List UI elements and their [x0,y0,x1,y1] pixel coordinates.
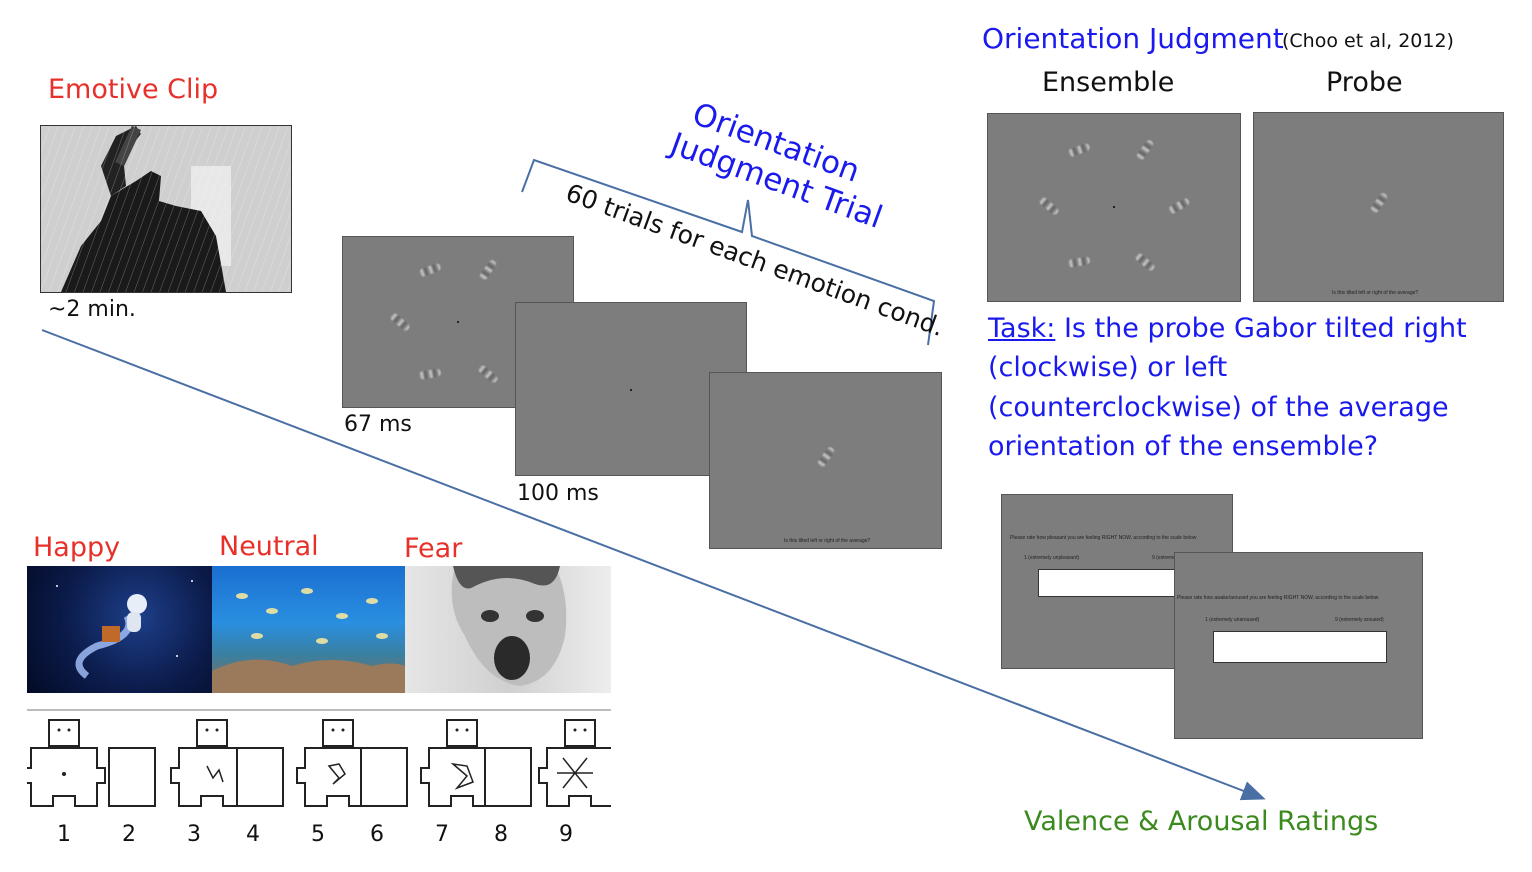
task-line-4: orientation of the ensemble? [988,431,1379,462]
probe-label: Probe [1326,67,1403,98]
psycho-shower-clip-image [40,125,292,293]
arousal-rating-screen: Please rate how awake/aroused you are fe… [1174,552,1423,739]
ensemble-label: Ensemble [1042,67,1175,98]
arousal-prompt: Please rate how awake/aroused you are fe… [1177,595,1379,601]
task-label: Task: [988,313,1056,344]
probe-screen-prompt: Is this tilted left or right of the aver… [784,538,871,544]
probe-example-prompt: Is this tilted left or right of the aver… [1332,290,1419,296]
ensemble-example-screen [987,113,1241,302]
judgment-title: Orientation Judgment [982,22,1284,55]
happy-clip-image [27,566,212,693]
sam-number-1: 1 [57,822,71,847]
sam-scale-numbers: 1 2 3 4 5 6 7 8 9 [27,820,611,850]
sam-number-3: 3 [187,822,201,847]
task-line-2: (clockwise) or left [988,352,1228,383]
sam-number-6: 6 [370,822,384,847]
valence-prompt: Please rate how pleasant you are feeling… [1010,535,1197,541]
sam-number-2: 2 [122,822,136,847]
arousal-low-anchor: 1 (extremely unaroused) [1205,617,1260,623]
probe-screen: Is this tilted left or right of the aver… [709,372,942,549]
sam-number-5: 5 [311,822,325,847]
task-line-1: Task: Is the probe Gabor tilted right [988,313,1467,344]
fixation-screen-100ms [515,302,747,476]
arousal-high-anchor: 9 (extremely aroused) [1335,617,1384,623]
clip-duration-label: ~2 min. [48,297,136,322]
task-text-1: Is the probe Gabor tilted right [1055,313,1467,344]
emotive-clip-title: Emotive Clip [48,74,219,105]
sam-number-4: 4 [246,822,260,847]
sam-number-7: 7 [435,822,449,847]
timing-67ms-label: 67 ms [344,412,412,437]
neutral-clip-image [212,566,405,693]
happy-label: Happy [33,532,121,563]
fear-clip-image [405,566,611,693]
judgment-citation: (Choo et al, 2012) [1282,30,1454,52]
neutral-label: Neutral [219,531,319,562]
valence-arousal-label: Valence & Arousal Ratings [1024,806,1379,837]
task-line-3: (counterclockwise) of the average [988,392,1449,423]
fear-label: Fear [404,533,463,564]
sam-number-8: 8 [494,822,508,847]
arousal-sam-strip [1213,631,1387,663]
valence-low-anchor: 1 (extremely unpleasant) [1024,555,1080,561]
timing-100ms-label: 100 ms [517,481,599,506]
probe-example-screen: Is this tilted left or right of the aver… [1253,112,1504,302]
sam-scale [22,708,622,816]
sam-number-9: 9 [559,822,573,847]
